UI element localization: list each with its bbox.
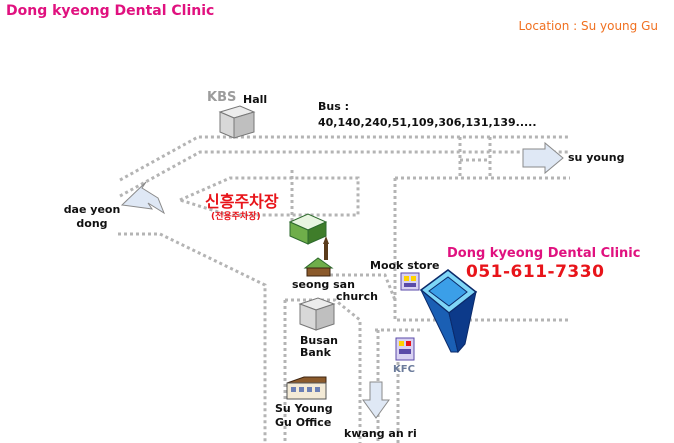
location-label: Location : Su young Gu bbox=[518, 19, 658, 33]
arrow-to-su-young bbox=[522, 141, 564, 175]
kwang-an-ri-label: kwang an ri bbox=[344, 427, 417, 440]
bus-routes: 40,140,240,51,109,306,131,139..... bbox=[318, 116, 537, 129]
bus-label: Bus : bbox=[318, 100, 349, 113]
gu-office-line1: Su Young bbox=[275, 402, 333, 415]
kbs-building-icon bbox=[218, 105, 256, 139]
clinic-phone: 051-611-7330 bbox=[466, 262, 605, 282]
road-network bbox=[118, 135, 570, 443]
gu-office-building-icon bbox=[286, 376, 327, 400]
mook-store-label: Mook store bbox=[370, 259, 440, 272]
arrow-to-dae-yeon-dong bbox=[120, 181, 166, 215]
dae-yeon-label: dae yeon bbox=[63, 203, 121, 216]
page-title: Dong kyeong Dental Clinic bbox=[6, 3, 215, 19]
church-icon bbox=[303, 236, 334, 277]
dental-clinic-tower-icon bbox=[419, 269, 478, 354]
busan-bank-line2: Bank bbox=[300, 346, 331, 359]
clinic-name: Dong kyeong Dental Clinic bbox=[447, 246, 641, 261]
church-label-line1: seong san bbox=[292, 278, 355, 291]
su-young-label: su young bbox=[568, 151, 625, 164]
mook-store-icon bbox=[400, 272, 420, 291]
parking-building-icon bbox=[288, 213, 328, 245]
parking-name: 신흥주차장 bbox=[205, 192, 279, 211]
dong-label: dong bbox=[76, 217, 108, 230]
church-label-line2: church bbox=[336, 290, 378, 303]
busan-bank-building-icon bbox=[298, 297, 336, 331]
busan-bank-line1: Busan bbox=[300, 334, 339, 347]
gu-office-line2: Gu Office bbox=[275, 416, 332, 429]
arrow-to-kwang-an-ri bbox=[362, 381, 390, 419]
parking-note: (전용주차장) bbox=[211, 212, 261, 222]
kbs-hall-label: Hall bbox=[243, 93, 268, 106]
kbs-label: KBS bbox=[207, 90, 237, 105]
kfc-label: KFC bbox=[393, 364, 415, 375]
kfc-icon bbox=[395, 337, 415, 361]
